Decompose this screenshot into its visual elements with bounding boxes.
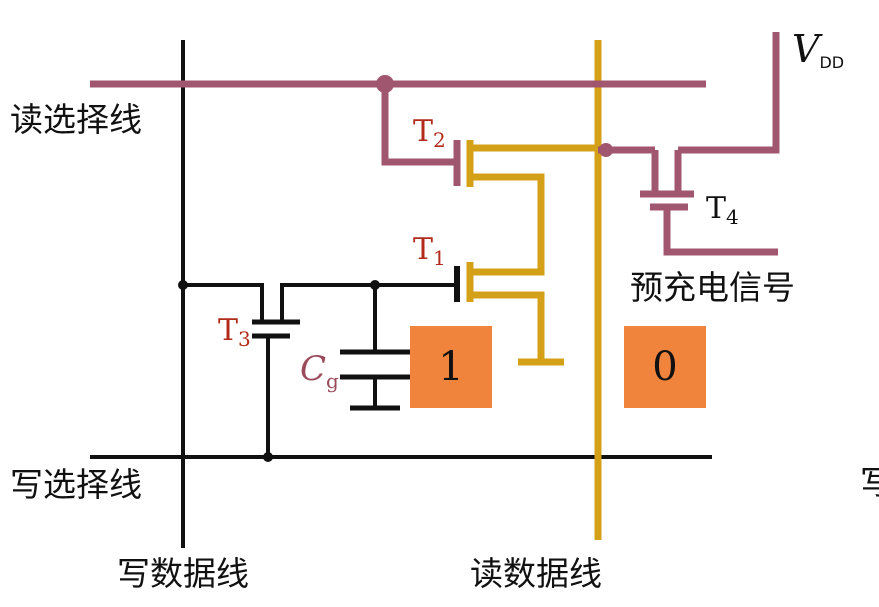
t2-t1-wire <box>470 173 545 276</box>
t3-label-main: T <box>218 313 239 348</box>
junction-write-data <box>178 280 188 290</box>
write-select-line-label: 写选择线 <box>10 465 142 504</box>
junction-cg <box>370 280 380 290</box>
t3-label-sub: 3 <box>238 327 251 351</box>
precharge-wire <box>663 207 778 256</box>
read-bit-box: 0 <box>624 326 706 408</box>
read-junctions <box>376 75 613 157</box>
t1-source-wire <box>470 291 545 362</box>
t3-source-wire <box>183 283 264 320</box>
write-circuit <box>90 40 712 548</box>
read-data-line-label: 读数据线 <box>470 554 602 593</box>
partial-right-text: 写 <box>860 463 879 502</box>
precharge-signal-label: 预充电信号 <box>630 268 795 307</box>
t3-drain-wire <box>280 283 455 320</box>
stored-bit-box: 1 <box>410 326 492 408</box>
write-junctions <box>178 280 380 462</box>
read-select-line-label: 读选择线 <box>10 100 142 139</box>
t4-label-main: T <box>706 191 727 226</box>
t4-label-sub: 4 <box>726 205 739 229</box>
junction-read-data <box>599 143 613 157</box>
t2-label-main: T <box>413 114 434 149</box>
vdd-wire <box>678 32 780 154</box>
vdd-label: VDD <box>792 30 844 71</box>
vdd-label-main: V <box>792 27 820 71</box>
t3-label: T3 <box>218 313 251 351</box>
write-data-line-label: 写数据线 <box>117 554 249 593</box>
read-data-circuit <box>466 40 602 540</box>
cg-label: Cg <box>300 352 339 391</box>
read-select-circuit <box>90 32 780 256</box>
t2-label-sub: 2 <box>433 128 446 152</box>
t1-label-sub: 1 <box>433 246 446 270</box>
t4-label: T4 <box>706 191 739 229</box>
t1-label-main: T <box>413 232 434 267</box>
junction-t3-gate <box>263 452 273 462</box>
t2-label: T2 <box>413 114 446 152</box>
junction-read-select <box>376 75 394 93</box>
cg-label-sub: g <box>326 369 339 393</box>
t2-gate-wire <box>381 84 458 166</box>
vdd-label-sub: DD <box>819 53 845 72</box>
cg-label-main: C <box>300 349 327 389</box>
t1-label: T1 <box>413 232 446 270</box>
